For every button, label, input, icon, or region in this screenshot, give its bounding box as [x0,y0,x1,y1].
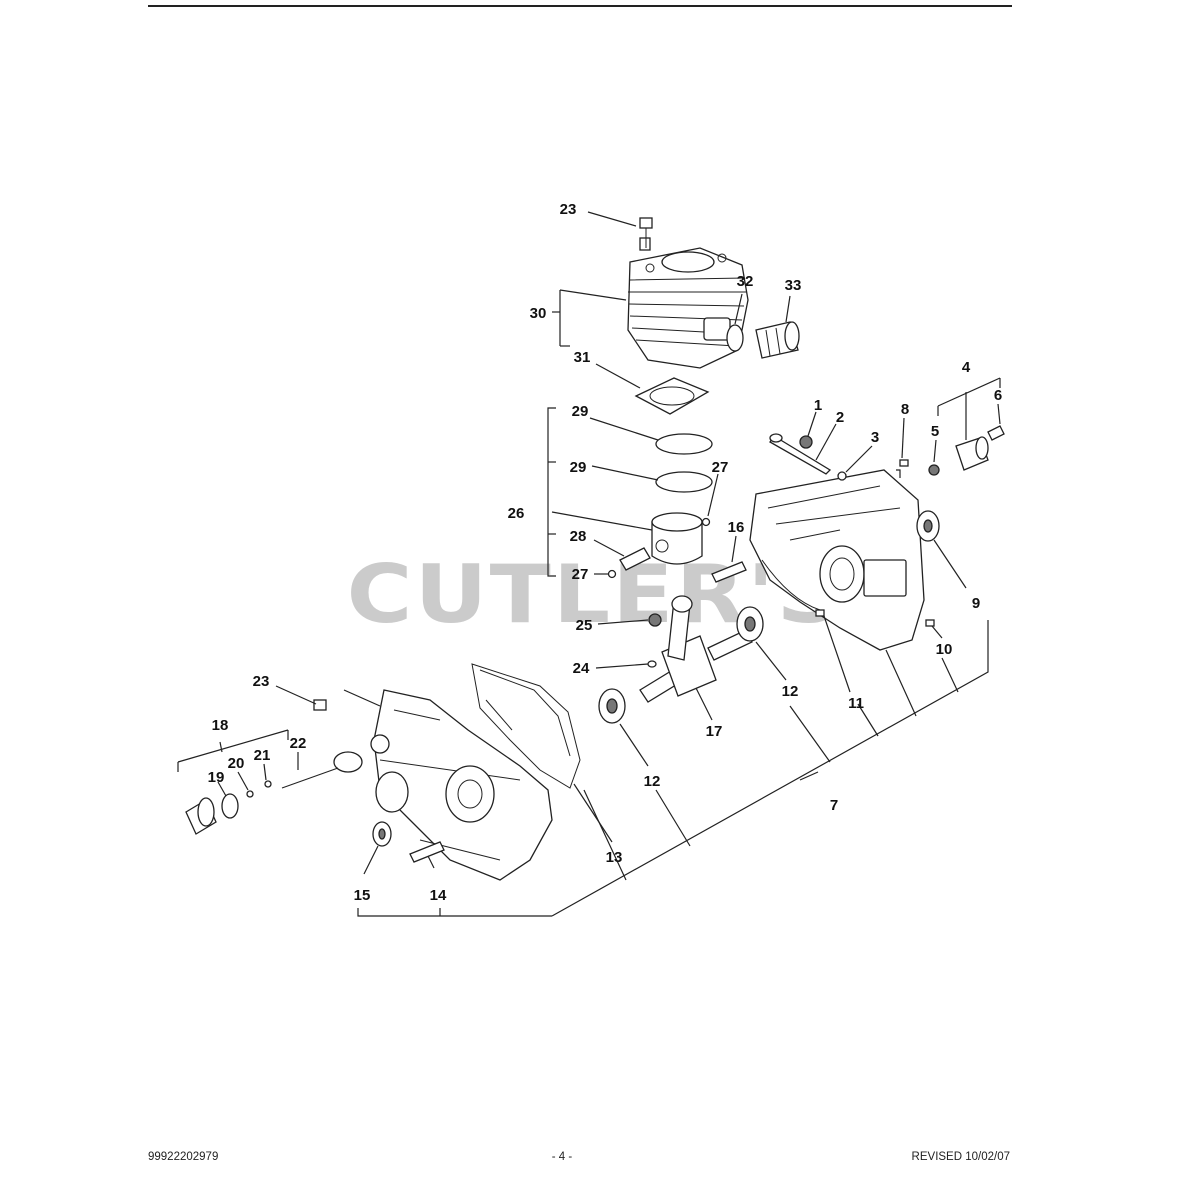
spring-part [264,780,272,788]
callout-19: 19 [208,769,225,786]
oil-seal-part [372,821,392,847]
nut-part [799,435,813,449]
dowel-part [925,619,935,627]
callout-11: 11 [848,695,864,712]
spring-part [246,790,254,798]
callout-20: 20 [228,755,245,772]
callout-4: 4 [962,359,971,376]
callout-6: 6 [994,387,1002,404]
callout-5: 5 [931,423,939,440]
crankshaft-part [639,595,753,703]
footer-revised-date: REVISED 10/02/07 [911,1151,1010,1163]
oil-seal-part [916,510,940,542]
callout-26: 26 [508,505,525,522]
buffer-part [955,436,989,471]
callout-8: 8 [901,401,909,418]
callout-3: 3 [871,429,879,446]
callout-1: 1 [814,397,822,414]
callout-24: 24 [573,660,590,677]
callout-32: 32 [737,273,754,290]
callout-21: 21 [254,747,271,764]
piston-ring-part [655,471,713,493]
callout-23: 23 [560,201,577,218]
bolt-part [639,217,653,248]
callout-22: 22 [290,735,307,752]
piston-pin-part [619,547,651,571]
crankcase-half-right-part [749,469,925,651]
callout-17: 17 [706,723,723,740]
o-ring-part [726,324,744,352]
circlip-part [701,517,711,527]
piston-ring-part [655,433,713,455]
callout-9: 9 [972,595,980,612]
callout-27: 27 [572,566,589,583]
leader-lines [177,211,1001,917]
callout-28: 28 [570,528,587,545]
bolt-part [409,841,445,863]
crankcase-half-left-part [370,689,553,881]
stud-part [711,561,747,583]
washer-part [928,464,940,476]
callout-18: 18 [212,717,229,734]
callout-23: 23 [253,673,270,690]
callout-14: 14 [430,887,447,904]
header-rule [148,5,1012,7]
oil-pump-part [281,751,363,789]
callout-29: 29 [572,403,589,420]
bearing-part [736,606,764,642]
dowel-part [815,609,825,617]
callout-27: 27 [712,459,729,476]
callout-25: 25 [576,617,593,634]
circlip-part [607,569,617,579]
callout-33: 33 [785,277,802,294]
bearing-part [598,688,626,724]
piston-part [651,512,703,565]
callout-2: 2 [836,409,844,426]
callout-30: 30 [530,305,547,322]
screw-part [769,433,832,475]
callout-12: 12 [644,773,661,790]
footer-page-number: - 4 - [551,1151,573,1163]
needle-bearing-part [648,613,662,627]
callout-10: 10 [936,641,953,658]
callout-16: 16 [728,519,745,536]
callout-29: 29 [570,459,587,476]
screw-part [987,425,1005,441]
callout-7: 7 [830,797,838,814]
crankcase-gasket-part [471,663,581,789]
callout-31: 31 [574,349,591,366]
washer-part [837,471,847,481]
pin-part [899,459,909,467]
callout-13: 13 [606,849,623,866]
footer-part-number: 99922202979 [148,1151,219,1163]
callout-12: 12 [782,683,799,700]
callout-15: 15 [354,887,371,904]
screw-part [313,699,327,711]
cap-part [185,797,217,835]
key-part [647,660,657,668]
cylinder-gasket-part [634,377,710,415]
o-ring-part [221,793,239,819]
intake-boot-part [755,321,800,359]
